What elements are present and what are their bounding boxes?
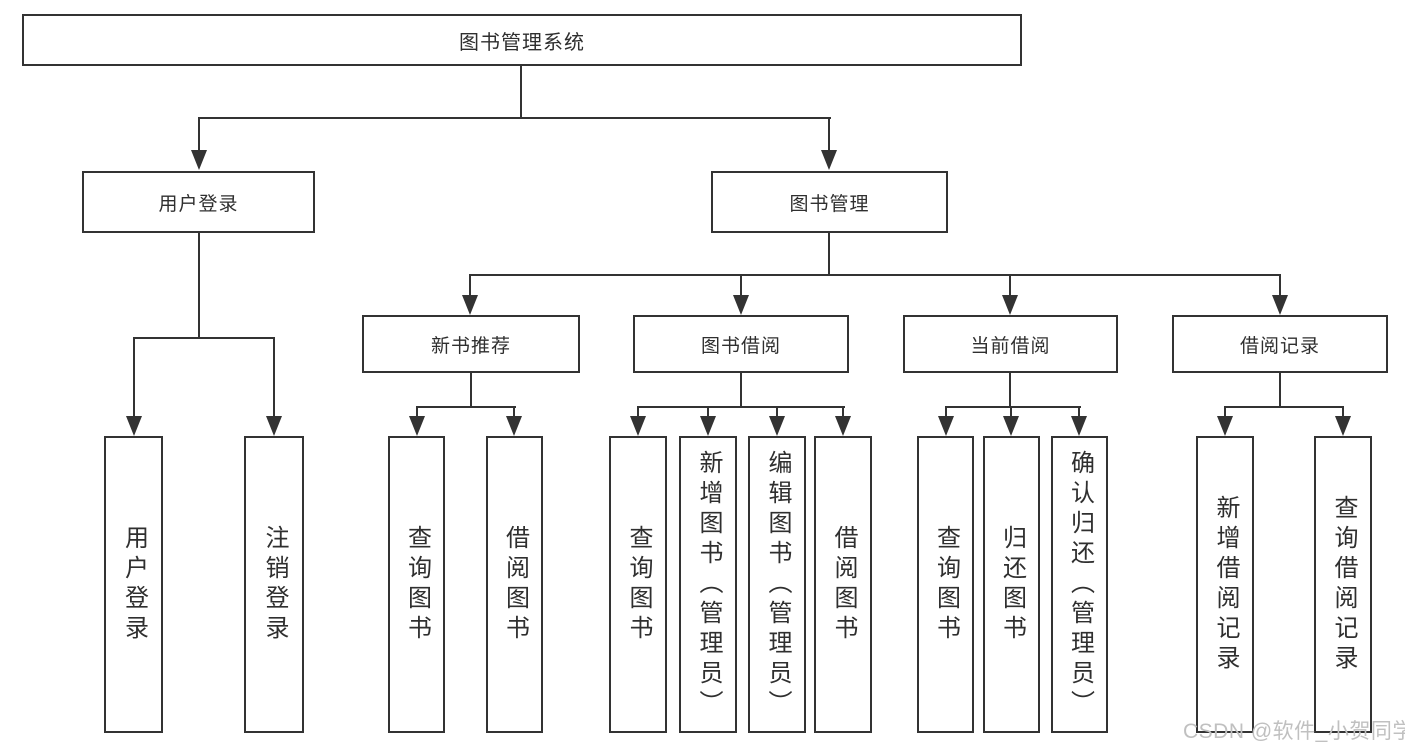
- arrowhead-down-icon: [821, 150, 837, 170]
- node-label: 借阅图书: [501, 524, 529, 645]
- arrowhead-down-icon: [1272, 295, 1288, 315]
- arrowhead-down-icon: [266, 416, 282, 436]
- arrowhead-down-icon: [462, 295, 478, 315]
- leaf-edit-books-admin: 编辑图书（管理员）: [748, 436, 806, 733]
- arrowhead-down-icon: [1071, 416, 1087, 436]
- arrowhead-down-icon: [700, 416, 716, 436]
- node-label: 用户登录: [158, 193, 239, 215]
- leaf-query-books-recommend: 查询图书: [388, 436, 445, 733]
- arrowhead-down-icon: [938, 416, 954, 436]
- node-user-login: 用户登录: [82, 171, 315, 233]
- node-current-borrowing: 当前借阅: [903, 315, 1118, 373]
- node-label: 查询图书: [625, 524, 652, 645]
- arrowhead-down-icon: [126, 416, 142, 436]
- connector-line: [1342, 407, 1344, 417]
- connector-line: [513, 407, 515, 417]
- arrowhead-down-icon: [630, 416, 646, 436]
- leaf-borrow-books-recommend: 借阅图书: [486, 436, 543, 733]
- connector-line: [945, 407, 947, 417]
- connector-line: [828, 118, 830, 152]
- connector-line: [520, 66, 522, 118]
- connector-line: [637, 406, 845, 408]
- arrowhead-down-icon: [1217, 416, 1233, 436]
- connector-line: [198, 117, 831, 119]
- node-label: 查询图书: [932, 524, 960, 645]
- leaf-query-books-borrow: 查询图书: [609, 436, 667, 733]
- connector-line: [469, 275, 471, 299]
- node-label: 借阅图书: [830, 524, 857, 645]
- node-label: 图书管理系统: [459, 31, 585, 54]
- csdn-watermark: CSDN @软件_小贺同学: [1183, 720, 1405, 743]
- connector-line: [1010, 407, 1012, 417]
- node-label: 新增图书（管理员）: [695, 449, 722, 720]
- leaf-user-login: 用户登录: [104, 436, 163, 733]
- node-label: 确认归还（管理员）: [1066, 449, 1094, 720]
- arrowhead-down-icon: [835, 416, 851, 436]
- arrowhead-down-icon: [191, 150, 207, 170]
- connector-line: [740, 373, 742, 407]
- connector-line: [416, 406, 516, 408]
- connector-line: [1078, 407, 1080, 417]
- leaf-query-borrow-record: 查询借阅记录: [1314, 436, 1372, 733]
- leaf-add-borrow-record: 新增借阅记录: [1196, 436, 1254, 733]
- connector-line: [273, 338, 275, 418]
- connector-line: [133, 337, 275, 339]
- connector-line: [1279, 373, 1281, 407]
- connector-line: [470, 373, 472, 407]
- connector-line: [1279, 275, 1281, 299]
- arrowhead-down-icon: [409, 416, 425, 436]
- connector-line: [1009, 373, 1011, 407]
- arrowhead-down-icon: [506, 416, 522, 436]
- arrowhead-down-icon: [1002, 295, 1018, 315]
- connector-line: [842, 407, 844, 417]
- leaf-return-books: 归还图书: [983, 436, 1040, 733]
- arrowhead-down-icon: [1003, 416, 1019, 436]
- connector-line: [1224, 407, 1226, 417]
- node-library-management-system: 图书管理系统: [22, 14, 1022, 66]
- connector-line: [828, 233, 830, 275]
- leaf-query-books-current: 查询图书: [917, 436, 974, 733]
- leaf-add-books-admin: 新增图书（管理员）: [679, 436, 737, 733]
- node-label: 用户登录: [120, 524, 148, 645]
- connector-line: [1224, 406, 1344, 408]
- node-label: 新增借阅记录: [1212, 494, 1239, 675]
- node-label: 图书借阅: [700, 335, 781, 357]
- connector-line: [740, 275, 742, 299]
- arrowhead-down-icon: [769, 416, 785, 436]
- connector-line: [416, 407, 418, 417]
- connector-line: [945, 406, 1081, 408]
- leaf-logout: 注销登录: [244, 436, 304, 733]
- arrowhead-down-icon: [1335, 416, 1351, 436]
- arrowhead-down-icon: [733, 295, 749, 315]
- node-book-management: 图书管理: [711, 171, 948, 233]
- node-label: 新书推荐: [430, 335, 511, 357]
- connector-line: [198, 233, 200, 338]
- node-label: 查询借阅记录: [1330, 494, 1357, 675]
- node-new-book-recommendation: 新书推荐: [362, 315, 580, 373]
- connector-line: [637, 407, 639, 417]
- node-label: 注销登录: [261, 524, 288, 645]
- leaf-borrow-books: 借阅图书: [814, 436, 872, 733]
- connector-line: [198, 118, 200, 152]
- leaf-confirm-return-admin: 确认归还（管理员）: [1051, 436, 1108, 733]
- node-book-borrowing: 图书借阅: [633, 315, 849, 373]
- connector-line: [133, 338, 135, 418]
- node-label: 借阅记录: [1239, 335, 1320, 357]
- node-borrowing-records: 借阅记录: [1172, 315, 1388, 373]
- node-label: 当前借阅: [970, 335, 1051, 357]
- connector-line: [469, 274, 1281, 276]
- connector-line: [776, 407, 778, 417]
- node-label: 编辑图书（管理员）: [764, 449, 791, 720]
- node-label: 归还图书: [998, 524, 1026, 645]
- node-label: 查询图书: [403, 524, 431, 645]
- connector-line: [707, 407, 709, 417]
- connector-line: [1009, 275, 1011, 299]
- node-label: 图书管理: [789, 193, 870, 215]
